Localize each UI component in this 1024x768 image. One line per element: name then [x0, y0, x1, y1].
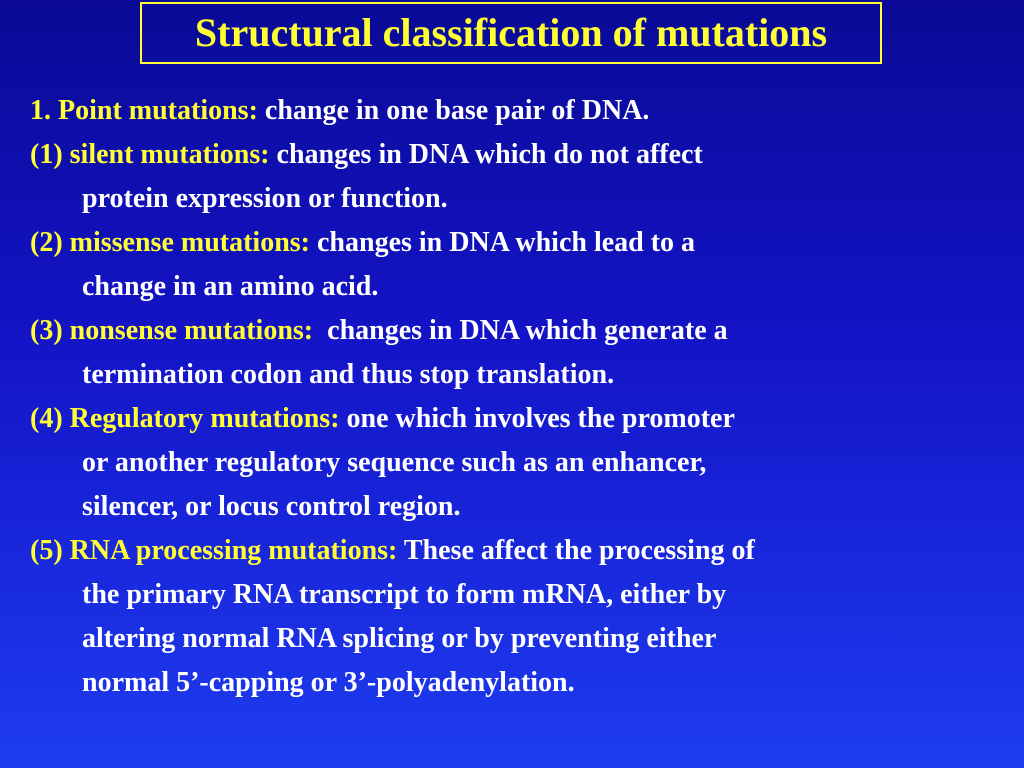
list-item: (3) nonsense mutations: changes in DNA w… — [30, 309, 1010, 353]
content-list: 1. Point mutations: change in one base p… — [30, 89, 1010, 705]
item-term: 1. Point mutations: — [30, 95, 258, 126]
list-item: (5) RNA processing mutations: These affe… — [30, 529, 1010, 573]
list-item: (4) Regulatory mutations: one which invo… — [30, 397, 1010, 441]
slide-title: Structural classification of mutations — [194, 10, 828, 55]
item-term: (1) silent mutations: — [30, 139, 270, 170]
item-term: (2) missense mutations: — [30, 227, 310, 258]
item-term: (3) nonsense mutations: — [30, 315, 314, 346]
item-continuation: protein expression or function. — [82, 183, 448, 214]
item-description: changes in DNA which lead to a — [310, 227, 696, 258]
item-description: one which involves the promoter — [339, 403, 735, 434]
title-box: Structural classification of mutations — [140, 2, 882, 64]
item-term: (4) Regulatory mutations: — [30, 403, 340, 434]
item-continuation: normal 5’-capping or 3’-polyadenylation. — [82, 667, 575, 698]
item-description: change in one base pair of DNA. — [257, 95, 650, 126]
list-item: (2) missense mutations: changes in DNA w… — [30, 221, 1010, 265]
item-continuation: or another regulatory sequence such as a… — [82, 447, 707, 478]
list-item: (1) silent mutations: changes in DNA whi… — [30, 133, 1010, 177]
item-continuation: change in an amino acid. — [82, 271, 379, 302]
item-description: changes in DNA which generate a — [313, 315, 728, 346]
item-continuation: the primary RNA transcript to form mRNA,… — [82, 579, 727, 610]
item-continuation: termination codon and thus stop translat… — [82, 359, 615, 390]
item-term: (5) RNA processing mutations: — [30, 535, 398, 566]
item-description: These affect the processing of — [397, 535, 755, 566]
item-continuation: altering normal RNA splicing or by preve… — [82, 623, 717, 654]
item-description: changes in DNA which do not affect — [269, 139, 703, 170]
list-item: 1. Point mutations: change in one base p… — [30, 89, 1010, 133]
item-continuation: silencer, or locus control region. — [82, 491, 461, 522]
